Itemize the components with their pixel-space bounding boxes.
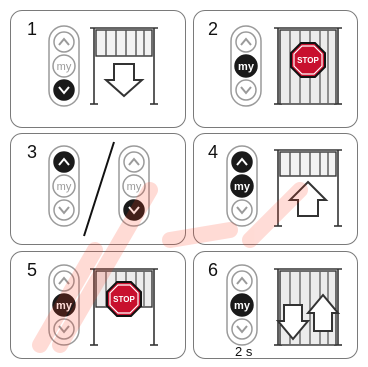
my-label: my (127, 181, 142, 193)
up-arrow-icon (305, 293, 341, 332)
my-label: my (57, 181, 72, 193)
blind-step-1 (89, 27, 159, 105)
my-label: my (234, 300, 251, 312)
down-button-active-icon (53, 79, 75, 101)
up-button-icon (231, 270, 253, 292)
down-button-icon (53, 199, 75, 221)
step-number-5: 5 (27, 260, 38, 280)
stop-sign-text: STOP (297, 56, 319, 65)
my-label: my (56, 300, 73, 312)
up-button-active-icon (53, 151, 75, 173)
my-label: my (57, 61, 72, 73)
up-button-icon (123, 151, 145, 173)
duration-caption: 2 s (235, 344, 253, 359)
up-button-icon (235, 31, 257, 53)
down-button-icon (235, 79, 257, 101)
step-panel-3: 3 (10, 133, 186, 245)
step-number-6: 6 (208, 260, 219, 280)
or-separator-slash (83, 141, 115, 237)
step-number-4: 4 (208, 142, 219, 162)
up-button-active-icon (231, 151, 253, 173)
blind-step-5 (89, 268, 159, 346)
stop-sign-icon (290, 42, 326, 78)
my-label: my (234, 181, 251, 193)
stop-sign-icon (106, 281, 142, 317)
watermark (32, 182, 308, 353)
down-arrow-icon (275, 304, 311, 341)
step-number-1: 1 (27, 19, 38, 39)
up-arrow-icon (287, 180, 329, 217)
down-button-icon (231, 318, 253, 340)
down-button-icon (231, 199, 253, 221)
blind-step-6 (273, 268, 343, 346)
down-arrow-icon (103, 63, 145, 98)
blind-step-4 (273, 149, 343, 227)
step-number-2: 2 (208, 19, 219, 39)
step-number-3: 3 (27, 142, 38, 162)
my-label: my (238, 61, 255, 73)
stop-sign-text: STOP (113, 295, 135, 304)
blind-step-2 (273, 27, 343, 105)
up-button-icon (53, 31, 75, 53)
